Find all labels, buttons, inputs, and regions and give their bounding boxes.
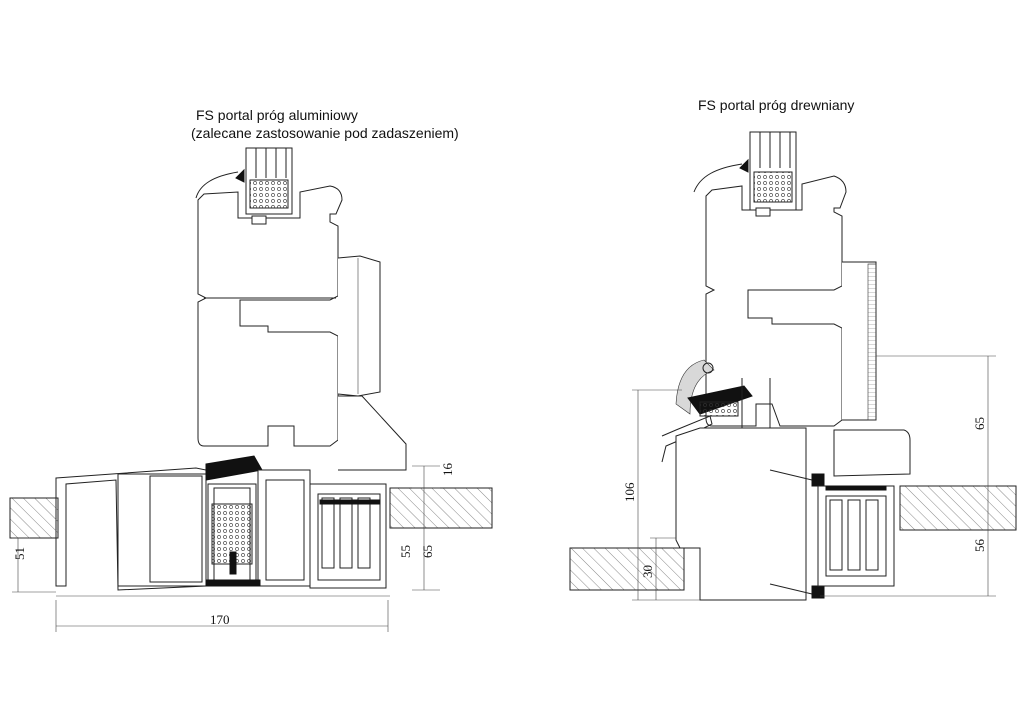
left-aluminium-threshold xyxy=(55,455,390,597)
dim-170: 170 xyxy=(210,612,230,627)
dim-65: 65 xyxy=(420,545,435,558)
dim-106: 106 xyxy=(622,482,637,502)
left-floor xyxy=(9,487,493,539)
dim-56-right: 56 xyxy=(972,539,987,553)
dim-30: 30 xyxy=(640,565,655,578)
left-detail-title: FS portal próg aluminiowy xyxy=(196,107,358,123)
right-floor xyxy=(569,485,1017,591)
dim-51: 51 xyxy=(12,547,27,560)
left-interior-trim xyxy=(337,255,407,471)
right-detail: 65 56 106 30 xyxy=(569,131,1017,601)
right-dimensions: 65 56 106 30 xyxy=(622,355,996,601)
right-weather-bar xyxy=(661,359,753,463)
right-interior-trim xyxy=(833,261,911,477)
left-detail-subtitle: (zalecane zastosowanie pod zadaszeniem) xyxy=(191,125,459,141)
left-dimensions: 51 170 16 55 65 xyxy=(12,463,455,632)
dim-65-right: 65 xyxy=(972,417,987,430)
left-detail: 51 170 16 55 65 xyxy=(9,147,493,632)
right-glazing xyxy=(693,131,797,211)
left-glazing xyxy=(195,147,293,215)
right-detail-title: FS portal próg drewniany xyxy=(698,97,855,113)
left-sash xyxy=(197,185,343,447)
right-sash xyxy=(705,175,847,427)
right-frame-profile xyxy=(817,485,895,587)
dim-16: 16 xyxy=(440,463,455,477)
dim-55: 55 xyxy=(398,545,413,558)
